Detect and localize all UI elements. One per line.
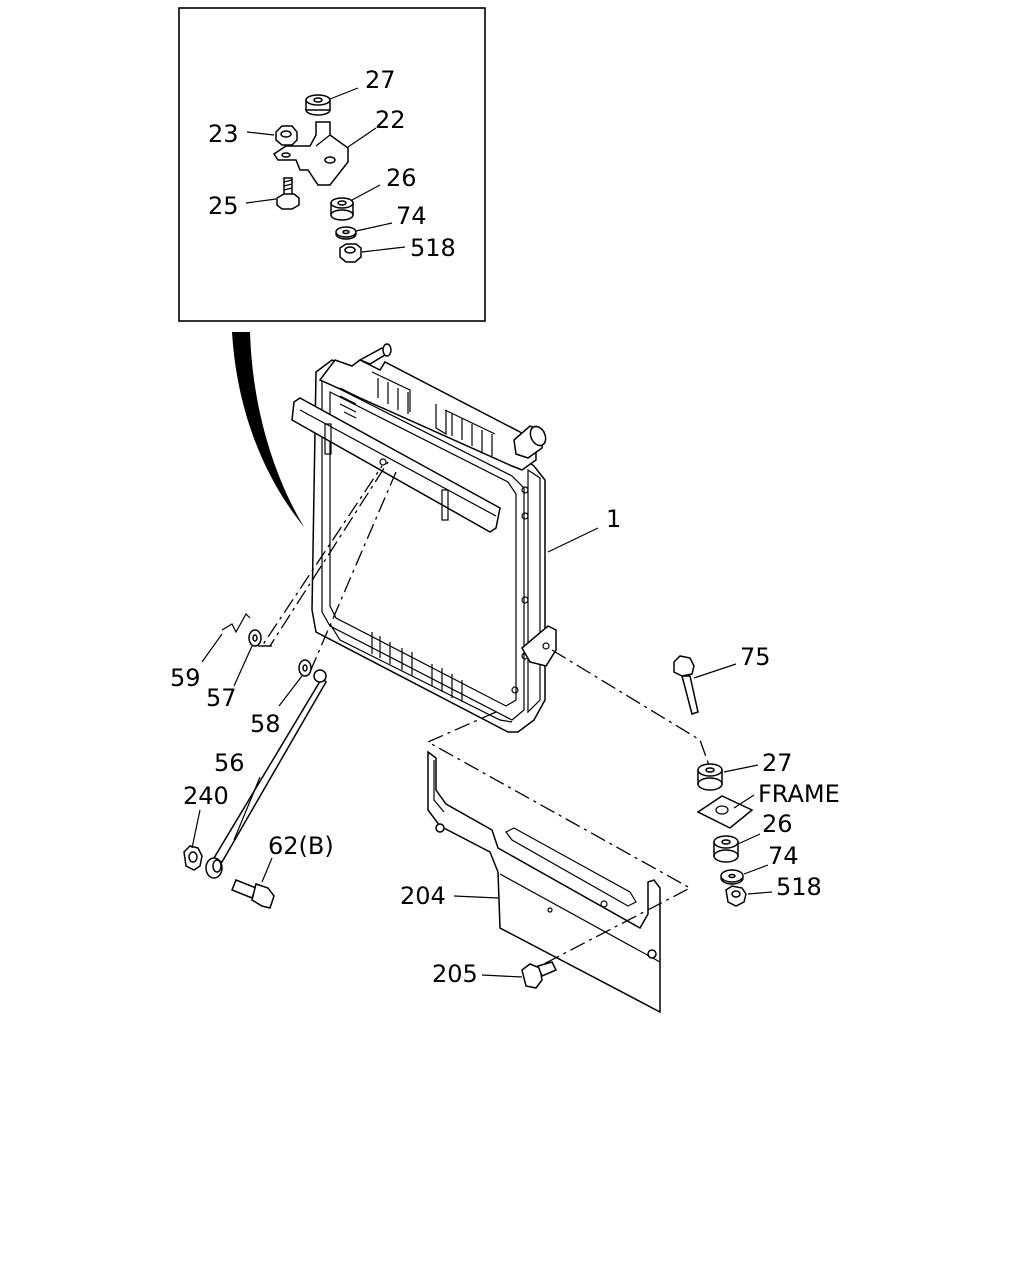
nut-240 [183, 845, 203, 871]
inset-nut-518 [339, 243, 362, 263]
bolt-205 [521, 961, 558, 989]
inset-bolt-25 [276, 177, 300, 210]
frame-plate [696, 795, 754, 829]
upper-mount-rail [291, 397, 501, 533]
washer-57 [248, 629, 262, 647]
inset-nut-23 [275, 125, 298, 146]
label-frame: FRAME [758, 780, 840, 808]
stay-rod-56 [212, 669, 327, 863]
inset-pointer [232, 332, 304, 527]
label-75: 75 [740, 643, 771, 671]
callout-labels: 27 22 23 26 25 74 518 1 75 59 57 58 56 2… [170, 66, 840, 988]
inset-bracket-22 [272, 121, 349, 186]
label-26: 26 [762, 810, 793, 838]
cushion-27 [697, 763, 723, 791]
label-240: 240 [183, 782, 229, 810]
label-23: 23 [208, 120, 239, 148]
inset-washer-74 [335, 226, 357, 240]
label-518-inset: 518 [410, 234, 456, 262]
filler-neck [358, 343, 392, 365]
label-518: 518 [776, 873, 822, 901]
bolt-75 [673, 655, 699, 715]
label-22: 22 [375, 106, 406, 134]
assembly-lines [258, 461, 711, 967]
inset-frame [178, 7, 486, 322]
label-57: 57 [206, 684, 237, 712]
radiator-assembly [311, 343, 557, 733]
label-205: 205 [432, 960, 478, 988]
shroud-plate-204 [427, 750, 661, 1014]
bushing-59 [221, 613, 251, 634]
label-204: 204 [400, 882, 446, 910]
label-27-inset: 27 [365, 66, 396, 94]
label-74: 74 [768, 842, 799, 870]
radiator-lower-bracket [521, 625, 557, 667]
leader-lines [191, 527, 773, 978]
label-58: 58 [250, 710, 281, 738]
label-27: 27 [762, 749, 793, 777]
washer-74 [720, 869, 744, 885]
inset-cushion-27 [305, 94, 331, 116]
inset-detail [178, 7, 486, 322]
nut-518 [725, 885, 747, 907]
bolt-62b [231, 879, 275, 909]
label-59: 59 [170, 664, 201, 692]
label-74-inset: 74 [396, 202, 427, 230]
label-1: 1 [606, 505, 621, 533]
label-62b: 62(B) [268, 832, 334, 860]
cushion-26 [713, 835, 739, 863]
inset-cushion-26 [330, 197, 354, 221]
outlet-pipe [513, 425, 547, 459]
label-26-inset: 26 [386, 164, 417, 192]
label-56: 56 [214, 749, 245, 777]
rod-end-bushing [205, 857, 223, 879]
label-25: 25 [208, 192, 239, 220]
washer-58 [298, 659, 312, 677]
